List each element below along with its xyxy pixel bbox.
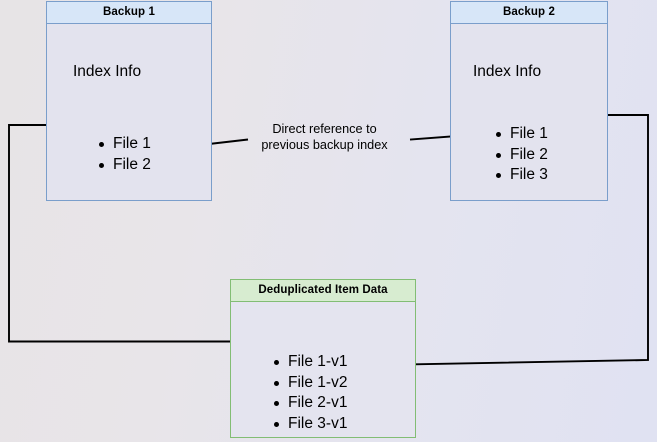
node-deduplicated-item-data-item-list: File 1-v1 File 1-v2 File 2-v1 File 3-v1 [273,352,347,434]
node-backup-2-item-list: File 1 File 2 File 3 [495,124,548,186]
node-backup-2-header: Backup 2 [451,2,607,24]
node-backup-1-header: Backup 1 [47,2,211,24]
node-deduplicated-item-data[interactable]: Deduplicated Item Data File 1-v1 File 1-… [230,279,416,438]
list-item: File 1-v2 [273,373,347,394]
list-item: File 3-v1 [273,414,347,435]
list-item: File 2 [98,155,151,176]
node-backup-1-item-list: File 1 File 2 [98,134,151,175]
list-item: File 3 [495,165,548,186]
node-backup-1-section-title: Index Info [73,63,142,80]
node-backup-2[interactable]: Backup 2 Index Info File 1 File 2 File 3 [450,1,608,201]
list-item: File 2 [495,145,548,166]
list-item: File 1-v1 [273,352,347,373]
list-item: File 1 [495,124,548,145]
node-backup-1[interactable]: Backup 1 Index Info File 1 File 2 [46,1,212,201]
list-item: File 1 [98,134,151,155]
edge-label-line-1: Direct reference to [272,122,377,136]
list-item: File 2-v1 [273,393,347,414]
edge-label-line-2: previous backup index [261,137,388,152]
node-deduplicated-item-data-header: Deduplicated Item Data [231,280,415,302]
edge-label-direct-reference: Direct reference to previous backup inde… [247,122,402,153]
node-backup-2-section-title: Index Info [473,63,542,80]
